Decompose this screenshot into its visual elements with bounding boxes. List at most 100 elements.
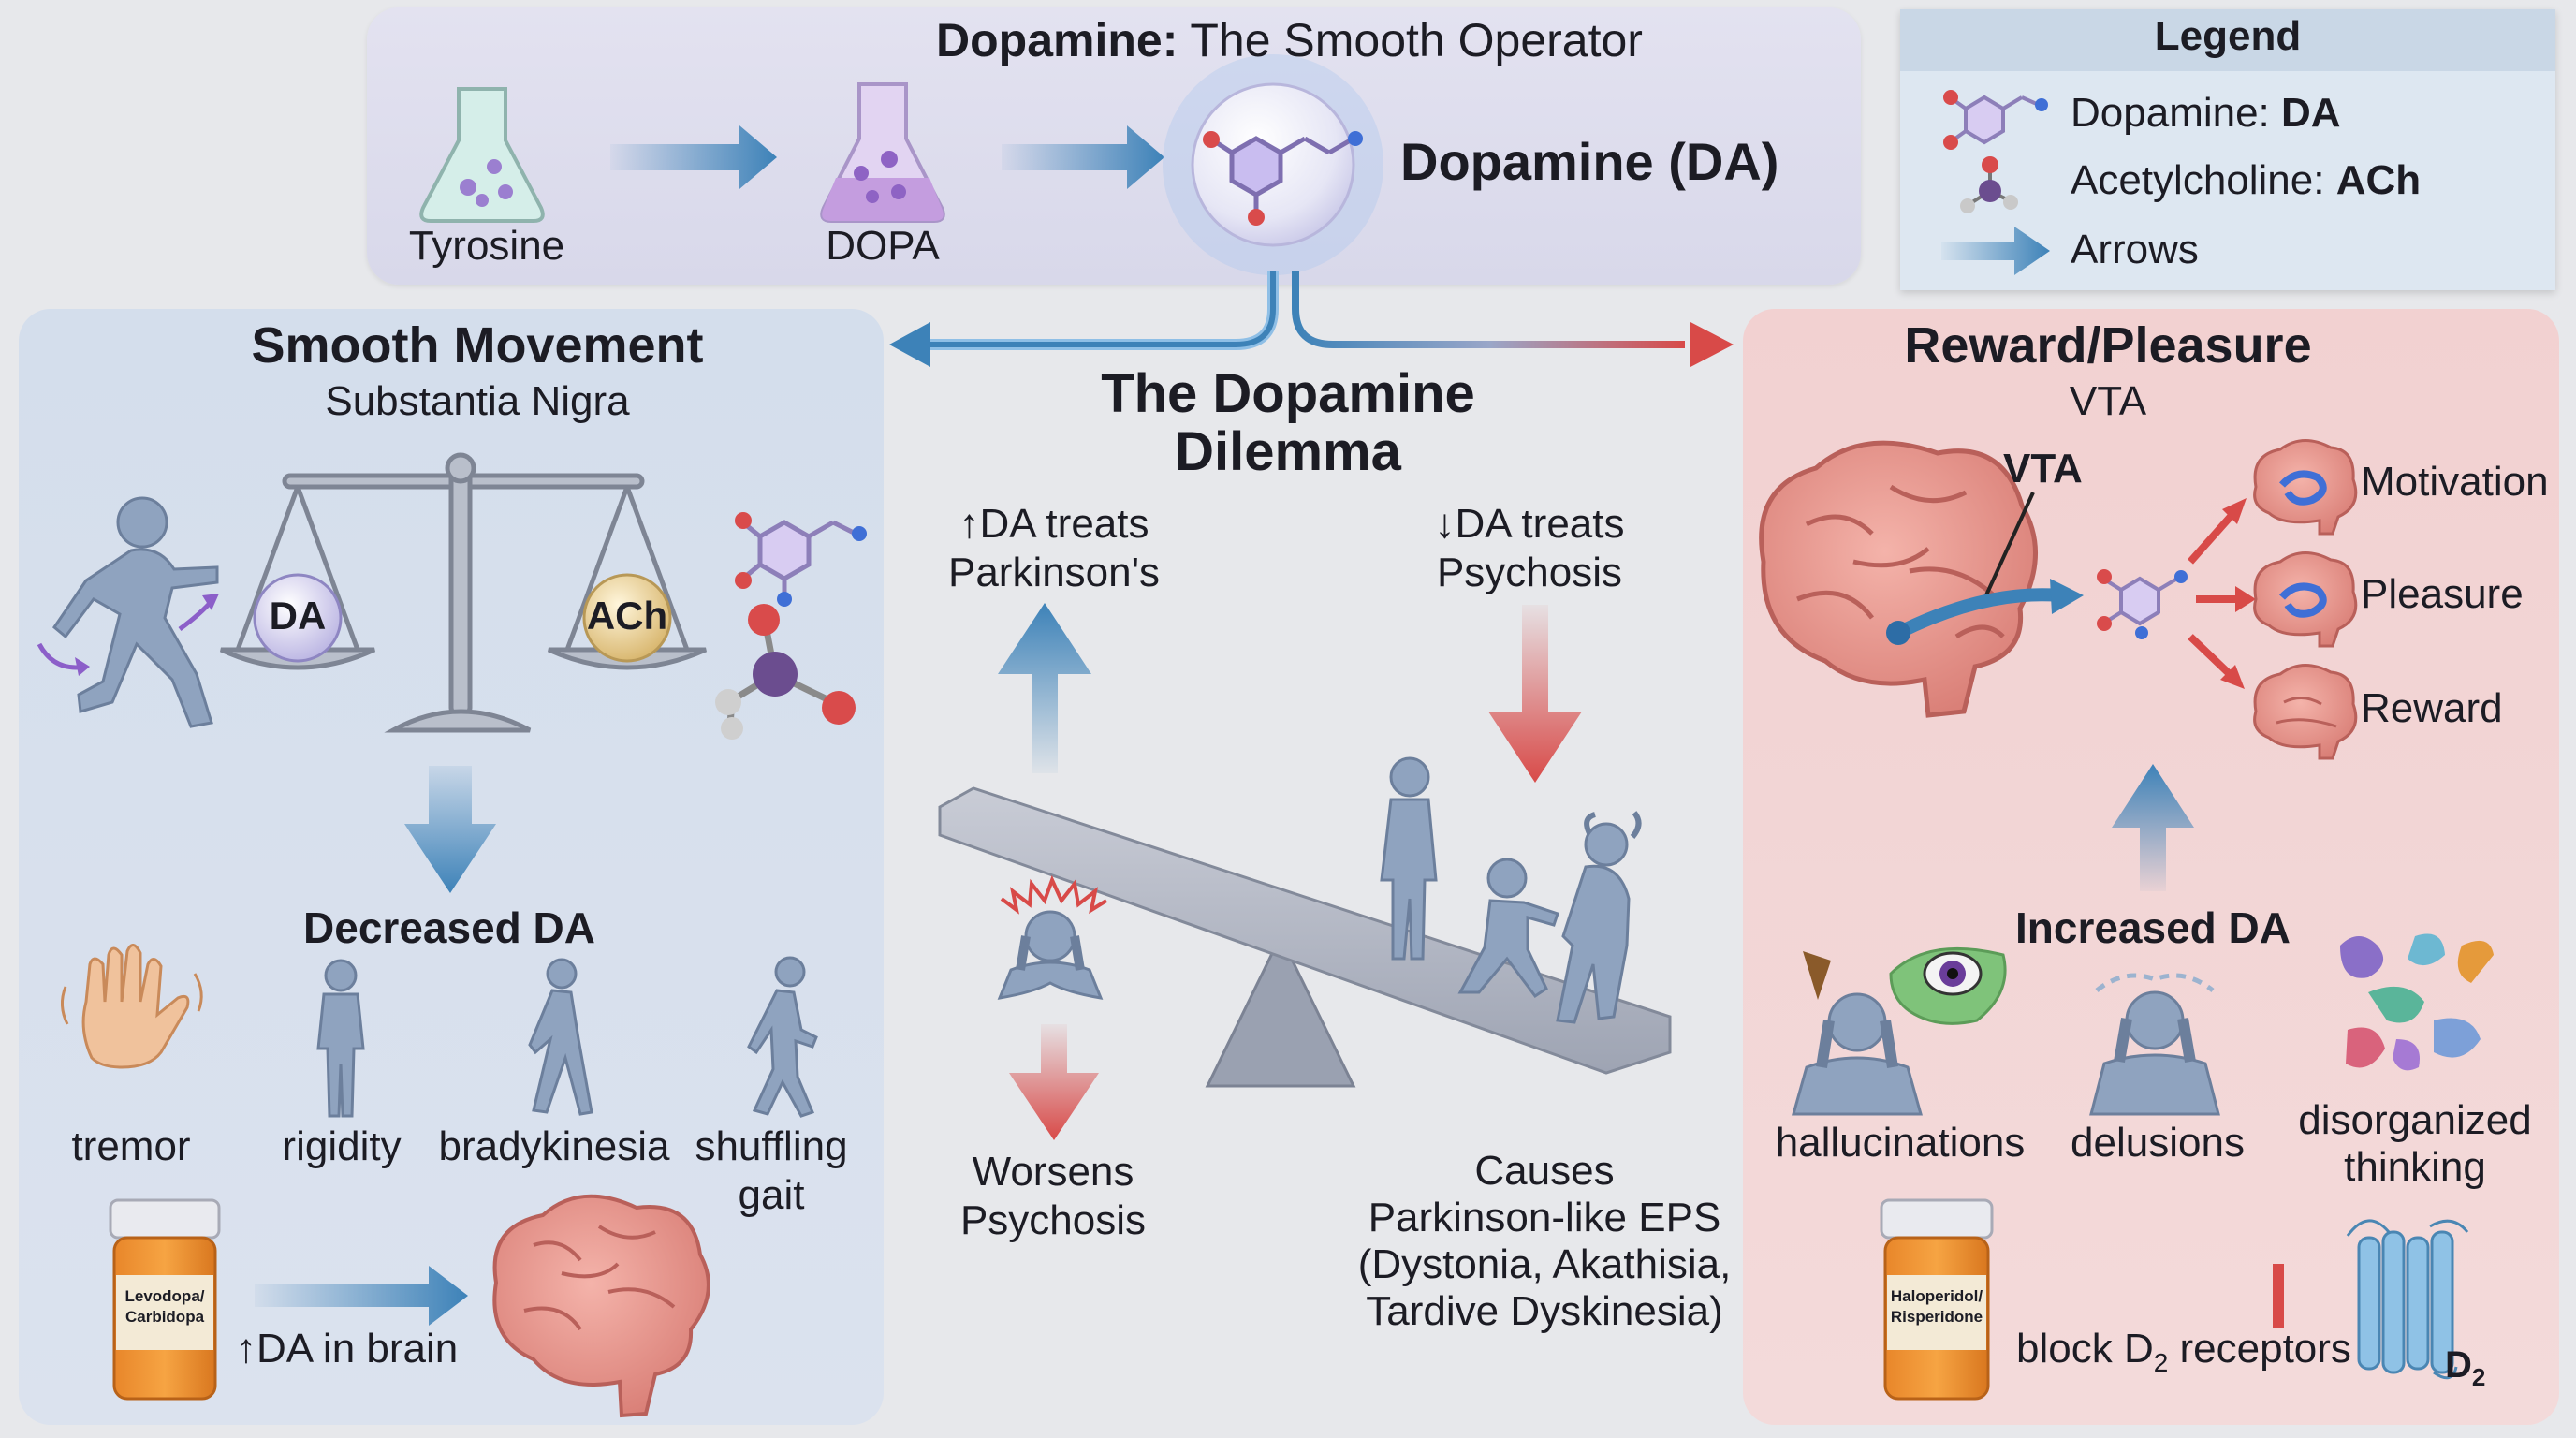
block-prefix: block D — [2016, 1326, 2154, 1372]
haloperidol-label-line1: Haloperidol/ — [1890, 1287, 1983, 1305]
down-da-line2: Psychosis — [1436, 550, 1623, 595]
tyrosine-label: Tyrosine — [408, 223, 565, 269]
down-da-line1: ↓DA treats — [1434, 501, 1625, 547]
scale-ach-ball-icon — [582, 573, 672, 663]
outcome-pleasure: Pleasure — [2361, 571, 2524, 617]
legend-ach-prefix: Acetylcholine: — [2071, 157, 2325, 203]
symptom-hallucinations: hallucinations — [1775, 1120, 2026, 1166]
worsens-line2: Psychosis — [959, 1197, 1147, 1243]
legend-dopamine-abbr: DA — [2281, 90, 2341, 136]
levodopa-bottle-icon — [109, 1198, 221, 1401]
vta-dopamine-molecule-icon — [2104, 576, 2179, 626]
levodopa-label-line2: Carbidopa — [124, 1308, 205, 1326]
causes-line4: Tardive Dyskinesia) — [1366, 1288, 1723, 1334]
causes-line2: Parkinson-like EPS — [1368, 1195, 1721, 1240]
header-title: Dopamine: The Smooth Operator — [936, 13, 1643, 67]
d2-receptor-icon — [2346, 1219, 2469, 1380]
haloperidol-bottle-icon — [1880, 1198, 1994, 1401]
delusions-figure-icon — [2089, 973, 2220, 1116]
causes-line3: (Dystonia, Akathisia, — [1357, 1241, 1732, 1287]
vta-pathway-arrow — [1895, 588, 2060, 639]
center-down-arrow — [1488, 605, 1582, 783]
symptom-bradykinesia: bradykinesia — [438, 1123, 670, 1169]
increased-da-label: Increased DA — [2014, 903, 2291, 952]
distressed-person-icon — [997, 910, 1104, 1000]
symptom-gait: gait — [738, 1172, 805, 1218]
seesaw-fulcrum-icon — [1205, 932, 1356, 1088]
up-da-line2: Parkinson's — [947, 550, 1161, 595]
symptom-rigidity: rigidity — [282, 1123, 402, 1169]
levodopa-label-line1: Levodopa/ — [124, 1287, 205, 1305]
legend-dopamine-icon — [1951, 95, 2040, 145]
symptom-thinking: thinking — [2344, 1144, 2486, 1190]
block-suffix: receptors — [2168, 1326, 2351, 1372]
arrow-dopa-to-dopamine — [1002, 125, 1164, 189]
vta-pointer-line — [1983, 492, 2035, 600]
causes-eps-label: Causes Parkinson-like EPS (Dystonia, Aka… — [1348, 1148, 1741, 1335]
worsens-psychosis-label: Worsens Psychosis — [936, 1148, 1170, 1245]
legend-title-bar — [1900, 9, 2555, 71]
left-brain-icon — [492, 1194, 710, 1418]
haloperidol-label-line2: Risperidone — [1890, 1308, 1983, 1326]
left-down-arrow — [404, 766, 496, 893]
header-title-bold: Dopamine: — [936, 14, 1178, 66]
outcome-motivation: Motivation — [2361, 459, 2549, 505]
symptom-disorganized: disorganized — [2298, 1097, 2532, 1143]
scale-ach-label: ACh — [586, 594, 668, 638]
rigidity-figure-icon — [316, 959, 365, 1118]
d2-receptor-label: D2 — [2445, 1344, 2485, 1392]
arrow-tyrosine-to-dopa — [610, 125, 777, 189]
dopa-label: DOPA — [826, 223, 940, 269]
smooth-movement-title: Smooth Movement — [251, 317, 704, 374]
reward-brain-icon — [2253, 664, 2358, 760]
symptom-delusions: delusions — [2071, 1120, 2245, 1166]
split-arrow-right-icon — [1690, 322, 1734, 367]
tremor-hand-icon — [81, 944, 190, 1069]
decreased-da-label: Decreased DA — [303, 903, 595, 952]
legend-ach-abbr: ACh — [2335, 157, 2422, 203]
shuffling-gait-figure-icon — [747, 956, 818, 1118]
crouching-figure-icon — [1457, 858, 1559, 999]
haloperidol-bottle-label: Haloperidol/ Risperidone — [1885, 1286, 1988, 1328]
vta-brain-icon — [1759, 440, 2038, 718]
outcome-reward: Reward — [2361, 685, 2503, 731]
worsens-line1: Worsens — [972, 1149, 1134, 1195]
dilemma-title-line2: Dilemma — [1175, 421, 1401, 482]
legend-arrow-icon — [1941, 227, 2050, 275]
arrow-to-motivation — [2188, 508, 2238, 565]
dilemma-title-line1: The Dopamine — [1101, 363, 1475, 424]
motivation-brain-icon — [2253, 439, 2358, 536]
header-title-rest: The Smooth Operator — [1190, 14, 1643, 66]
substantia-nigra-subtitle: Substantia Nigra — [325, 378, 630, 424]
disorganized-thinking-blobs-icon — [2340, 933, 2494, 1071]
distress-burst-icon — [1000, 874, 1108, 915]
up-da-line1: ↑DA treats — [959, 501, 1149, 547]
levodopa-arrow — [255, 1266, 468, 1326]
hunched-figure-icon — [1556, 811, 1642, 1024]
dopa-flask-icon — [820, 82, 945, 223]
dopamine-dilemma-title: The Dopamine Dilemma — [1007, 365, 1569, 481]
dopamine-da-label: Dopamine (DA) — [1400, 132, 1779, 191]
balance-scale-icon — [219, 452, 708, 733]
right-up-arrow — [2112, 764, 2194, 891]
hallucinations-figure-icon — [1792, 992, 1923, 1116]
scale-da-label: DA — [269, 594, 327, 638]
vta-brain-label: VTA — [2003, 446, 2083, 492]
arrow-to-reward — [2188, 634, 2234, 679]
legend-dopamine: Dopamine: DA — [2071, 90, 2341, 137]
tyrosine-flask-icon — [419, 87, 545, 223]
legend-ach: Acetylcholine: ACh — [2071, 157, 2421, 204]
d2-main: D — [2445, 1344, 2472, 1386]
d2-sub: 2 — [2471, 1363, 2486, 1391]
reward-pleasure-title: Reward/Pleasure — [1904, 317, 2312, 374]
standing-figure-icon — [1380, 756, 1438, 961]
split-connector — [922, 271, 1279, 350]
bradykinesia-figure-icon — [528, 958, 593, 1116]
center-up-arrow — [998, 603, 1091, 773]
walking-person-icon — [51, 496, 219, 728]
up-da-treats-label: ↑DA treats Parkinson's — [914, 500, 1194, 597]
split-arrow-left-icon — [889, 322, 930, 367]
symptom-tremor: tremor — [71, 1123, 191, 1169]
levodopa-bottle-label: Levodopa/ Carbidopa — [116, 1286, 213, 1328]
